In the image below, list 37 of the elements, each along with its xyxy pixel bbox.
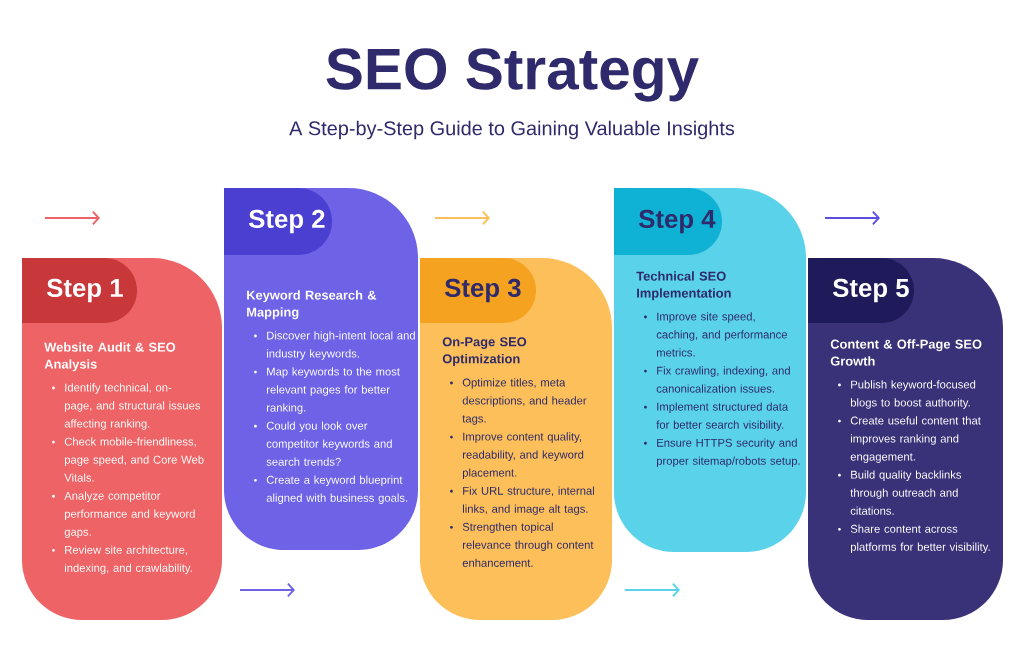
card-heading: Website Audit & SEO Analysis	[44, 342, 176, 372]
bullet-item: Build quality backlinks through outreach and citations.	[838, 470, 962, 515]
step-tab: Step 2	[224, 188, 332, 255]
step-tab: Step 3	[420, 258, 536, 323]
subtitle: A Step-by-Step Guide to Gaining Valuable Insights	[289, 120, 735, 140]
title: SEO Strategy	[326, 48, 699, 102]
bullet-item: Map keywords to the most relevant pages for better ranking.	[254, 367, 400, 414]
bullet-item: Strengthen topical relevance through content enhancement.	[450, 522, 594, 567]
card-heading: On-Page SEO Optimization	[442, 337, 527, 366]
bullet-item: Create useful content that improves ranking and engagement.	[838, 416, 981, 463]
step-card	[808, 258, 1003, 620]
card-heading: Content & Off-Page SEO Growth	[830, 339, 982, 366]
bullet-item: Identify technical, on-page, and structural issues affecting ranking.	[52, 383, 201, 430]
step-tab: Step 1	[22, 258, 137, 323]
bullet-item: Fix crawling, indexing, and canonicalization issues.	[644, 366, 790, 393]
bullet-item: Ensure HTTPS security and proper sitemap/robots setup.	[644, 438, 800, 468]
bullet-item: Optimize titles, meta descriptions, and header tags.	[450, 378, 587, 425]
bullet-item: Analyze competitor performance and keyword gaps.	[52, 491, 195, 539]
step-card	[420, 258, 612, 620]
bullet-item: Improve site speed, caching, and performance metrics.	[644, 312, 787, 357]
step-tab: Step 4	[614, 188, 722, 255]
step-card	[224, 188, 418, 550]
step-card	[614, 188, 806, 552]
card-heading: Keyword Research & Mapping	[247, 290, 377, 320]
card-heading: Technical SEO Implementation	[636, 271, 731, 301]
bullet-item: Improve content quality, readability, and keyword placement.	[450, 432, 584, 479]
bullet-item: Review site architecture, indexing, and crawlability.	[52, 545, 192, 575]
bullet-item: Check mobile-friendliness, page speed, and Core Web Vitals.	[52, 437, 204, 482]
bullet-item: Create a keyword blueprint aligned with business goals.	[254, 475, 408, 505]
bullet-item: Could you look over competitor keywords and search trends?	[254, 421, 392, 466]
step-tab: Step 5	[808, 258, 914, 323]
step-card	[22, 258, 222, 620]
bullet-item: Publish keyword-focused blogs to boost authority.	[838, 380, 976, 409]
bullet-item: Fix URL structure, internal links, and image alt tags.	[450, 486, 594, 515]
bullet-item: Share content across platforms for better visibility.	[838, 524, 990, 554]
bullet-item: Implement structured data for better search visibility.	[644, 402, 789, 431]
bullet-item: Discover high-intent local and industry keywords.	[254, 331, 415, 360]
